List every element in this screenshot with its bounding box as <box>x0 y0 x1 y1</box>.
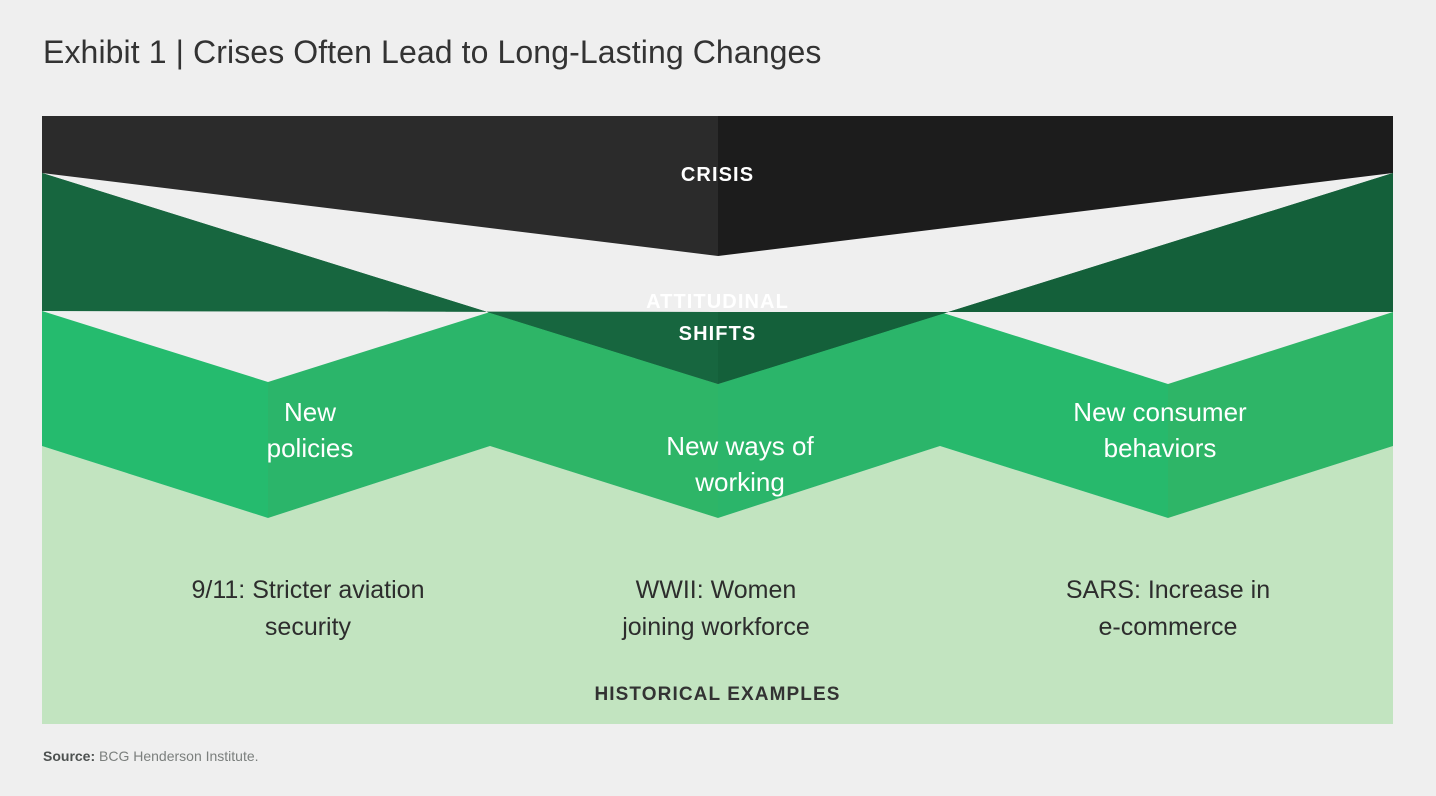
crisis-band-right <box>718 116 1393 256</box>
chevron-diagram-svg <box>42 116 1393 724</box>
source-note-label: Source: <box>43 748 96 764</box>
shift-segment-1 <box>42 311 268 518</box>
historical-examples-band <box>42 446 1393 724</box>
source-note-text: BCG Henderson Institute. <box>95 748 259 764</box>
shift-segment-5 <box>940 312 1168 518</box>
shift-segment-2 <box>268 312 490 518</box>
shift-segment-3 <box>490 312 718 518</box>
attitudinal-shifts-fill-right <box>718 173 1393 384</box>
source-note: Source: BCG Henderson Institute. <box>43 748 259 764</box>
chevron-figure: CRISIS ATTITUDINAL SHIFTS New policies N… <box>42 116 1393 724</box>
page-title: Exhibit 1 | Crises Often Lead to Long-La… <box>43 34 822 70</box>
shift-segment-4 <box>718 312 940 518</box>
attitudinal-shifts-fill-left <box>42 173 718 384</box>
shift-segment-6 <box>1168 312 1393 518</box>
crisis-band-left <box>42 116 718 256</box>
